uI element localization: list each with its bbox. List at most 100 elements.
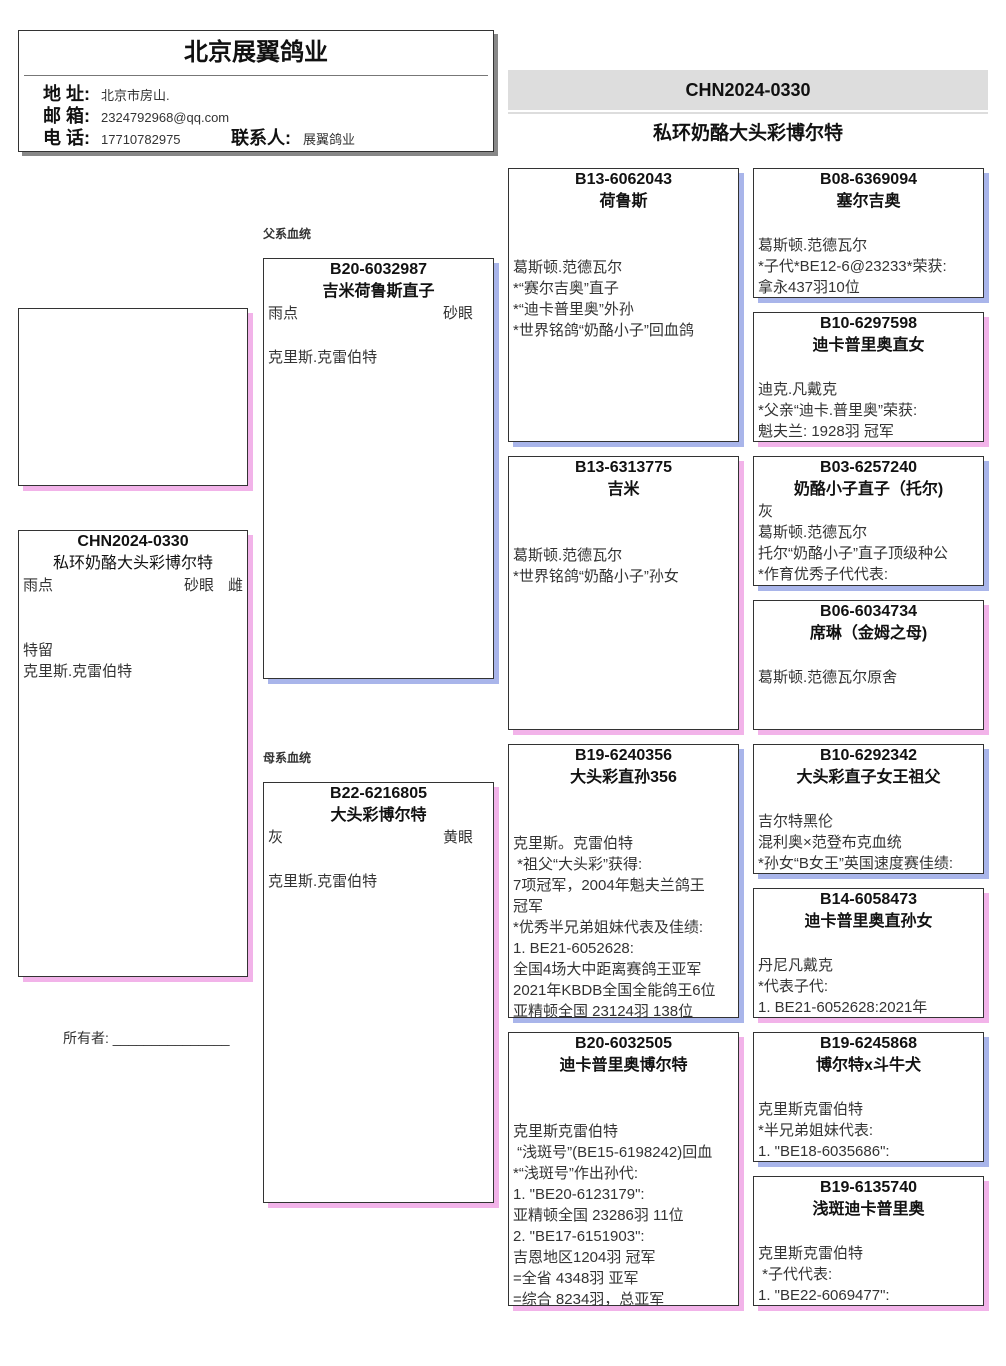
grandparent-note: *世界铭鸽“奶酪小子”回血鸽	[513, 322, 694, 339]
grandparent-note: 葛斯顿.范德瓦尔	[513, 547, 623, 564]
subject-eye: 砂眼	[183, 577, 214, 594]
grandparent-note: 1. "BE20-6123179":	[513, 1186, 645, 1203]
grandparent-notes: 克里斯克雷伯特 “浅斑号”(BE15-6198242)回血 *“浅斑号”作出孙代:…	[509, 1077, 738, 1306]
grandparent-note: 葛斯顿.范德瓦尔	[513, 259, 623, 276]
dam-line-label: 母系血统	[263, 751, 312, 765]
great-grandparent-name: 大头彩直子女王祖父	[796, 769, 941, 786]
great-grandparent-notes: 葛斯顿.范德瓦尔原舍	[754, 645, 983, 688]
great-grandparent-notes: 吉尔特黑伦混利奥×范登布克血统 *孙女“B女王”英国速度赛佳绩:	[754, 789, 983, 873]
great-grandparent-notes: 克里斯克雷伯特 *子代代表:1. "BE22-6069477":	[754, 1221, 983, 1305]
email-label: 邮 箱:	[43, 106, 90, 126]
great-grandparent-note: 托尔“奶酪小子”直子顶级种公	[758, 545, 948, 562]
subject-note: 特留	[23, 642, 54, 659]
great-grandparent-card: B10-6297598 迪卡普里奥直女迪克.凡戴克*父亲“迪卡.普里奥”荣获:魁夫…	[753, 312, 984, 442]
banner-divider	[508, 112, 988, 114]
great-grandparent-ring: B10-6297598	[820, 315, 917, 332]
great-grandparent-ring: B10-6292342	[820, 747, 917, 764]
grandparent-note: 亚精顿全国 23124羽 138位	[513, 1003, 694, 1018]
dam-name: 大头彩博尔特	[330, 807, 427, 824]
subject-name: 私环奶酪大头彩博尔特	[52, 555, 213, 572]
photo-placeholder[interactable]	[18, 308, 248, 486]
banner-ring: CHN2024-0330	[508, 70, 988, 110]
great-grandparent-note: 魁夫兰: 1928羽 冠军	[758, 423, 894, 440]
grandparent-notes: 克里斯。克雷伯特 *祖父“大头彩”获得:7项冠军，2004年魁夫兰鸽王冠军*优秀…	[509, 789, 738, 1018]
address-label: 地 址:	[43, 84, 90, 104]
grandparent-notes: 葛斯顿.范德瓦尔 *世界铭鸽“奶酪小子”孙女	[509, 501, 738, 587]
great-grandparent-note: 混利奥×范登布克血统	[758, 834, 902, 851]
great-grandparent-notes: 丹尼凡戴克*代表子代:1. BE21-6052628:2021年	[754, 933, 983, 1017]
grandparent-name: 迪卡普里奥博尔特	[559, 1057, 688, 1074]
phone-label: 电 话:	[43, 128, 90, 148]
grandparent-note: 亚精顿全国 23286羽 11位	[513, 1207, 684, 1224]
dam-ring: B22-6216805	[330, 785, 427, 802]
great-grandparent-note: *子代*BE12-6@23233*荣获:	[758, 258, 947, 275]
owner-blank[interactable]: _______________	[112, 1030, 230, 1046]
great-grandparent-note: 1. "BE18-6035686":	[758, 1143, 890, 1160]
sire-note: 克里斯.克雷伯特	[268, 349, 378, 366]
grandparent-name: 大头彩直孙356	[570, 769, 677, 786]
grandparent-note: *“赛尔吉奥”直子	[513, 280, 619, 297]
grandparent-note: 克里斯克雷伯特	[513, 1123, 619, 1140]
contact-label: 联系人:	[231, 128, 291, 148]
great-grandparent-name: 塞尔吉奥	[836, 193, 901, 210]
address-value: 北京市房山.	[101, 88, 170, 103]
great-grandparent-notes: 葛斯顿.范德瓦尔*子代*BE12-6@23233*荣获:拿永437羽10位	[754, 213, 983, 297]
sire-name: 吉米荷鲁斯直子	[322, 283, 435, 300]
dam-card: B22-6216805 大头彩博尔特 灰黄眼 克里斯.克雷伯特	[263, 782, 494, 1203]
great-grandparent-note: *代表子代:	[758, 978, 829, 995]
great-grandparent-note: 葛斯顿.范德瓦尔	[758, 237, 868, 254]
grandparent-note: 吉恩地区1204羽 冠军	[513, 1249, 656, 1266]
grandparent-note: *祖父“大头彩”获得:	[513, 856, 643, 873]
sire-eye: 砂眼	[442, 305, 473, 322]
subject-sex: 雌	[227, 577, 243, 594]
owner-label: 所有者:	[63, 1030, 109, 1046]
great-grandparent-ring: B19-6245868	[820, 1035, 917, 1052]
grandparent-notes: 葛斯顿.范德瓦尔 *“赛尔吉奥”直子 *“迪卡普里奥”外孙 *世界铭鸽“奶酪小子”回血…	[509, 213, 738, 341]
great-grandparent-name: 博尔特x斗牛犬	[816, 1057, 921, 1074]
grandparent-note: 7项冠军，2004年魁夫兰鸽王	[513, 877, 705, 894]
phone-value: 17710782975	[101, 132, 181, 147]
grandparent-note: =综合 8234羽，总亚军	[513, 1291, 665, 1306]
great-grandparent-name: 迪卡普里奥直女	[812, 337, 925, 354]
great-grandparent-note: 1. "BE22-6069477":	[758, 1287, 890, 1304]
banner-name: 私环奶酪大头彩博尔特	[652, 123, 843, 144]
great-grandparent-note: *孙女“B女王”英国速度赛佳绩:	[758, 855, 954, 872]
great-grandparent-note: 葛斯顿.范德瓦尔	[758, 524, 868, 541]
great-grandparent-name: 奶酪小子直子（托尔)	[793, 481, 944, 498]
grandparent-note: “浅斑号”(BE15-6198242)回血	[513, 1144, 713, 1161]
grandparent-note: 全国4场大中距离赛鸽王亚军	[513, 961, 702, 978]
grandparent-note: =全省 4348羽 亚军	[513, 1270, 639, 1287]
contact-value: 展翼鸽业	[303, 132, 356, 147]
great-grandparent-note: 克里斯克雷伯特	[758, 1101, 864, 1118]
email-value: 2324792968@qq.com	[101, 110, 230, 125]
subject-card: CHN2024-0330 私环奶酪大头彩博尔特 雨点砂眼雌 特留克里斯.克雷伯特	[18, 530, 248, 977]
owner-field[interactable]: 所有者: _______________	[63, 1028, 230, 1048]
subject-note: 克里斯.克雷伯特	[23, 663, 133, 680]
breeder-name: 北京展翼鸽业	[184, 39, 328, 66]
great-grandparent-notes: 迪克.凡戴克*父亲“迪卡.普里奥”荣获:魁夫兰: 1928羽 冠军	[754, 357, 983, 441]
great-grandparent-notes: 灰葛斯顿.范德瓦尔托尔“奶酪小子”直子顶级种公*作育优秀子代代表:	[754, 501, 983, 585]
sire-color: 雨点	[268, 305, 299, 322]
grandparent-note: *优秀半兄弟姐妹代表及佳绩:	[513, 919, 704, 936]
great-grandparent-note: 吉尔特黑伦	[758, 813, 834, 830]
grandparent-note: *世界铭鸽“奶酪小子”孙女	[513, 568, 679, 585]
grandparent-ring: B13-6313775	[575, 459, 672, 476]
great-grandparent-ring: B19-6135740	[820, 1179, 917, 1196]
grandparent-note: 2021年KBDB全国全能鸽王6位	[513, 982, 716, 999]
great-grandparent-note: 灰	[758, 503, 774, 520]
grandparent-note: *“浅斑号”作出孙代:	[513, 1165, 638, 1182]
great-grandparent-note: *子代代表:	[758, 1266, 833, 1283]
sire-card: B20-6032987 吉米荷鲁斯直子 雨点砂眼 克里斯.克雷伯特	[263, 258, 494, 679]
grandparent-ring: B13-6062043	[575, 171, 672, 188]
grandparent-note: *“迪卡普里奥”外孙	[513, 301, 634, 318]
grandparent-name: 荷鲁斯	[599, 193, 648, 210]
great-grandparent-name: 浅斑迪卡普里奥	[812, 1201, 925, 1218]
